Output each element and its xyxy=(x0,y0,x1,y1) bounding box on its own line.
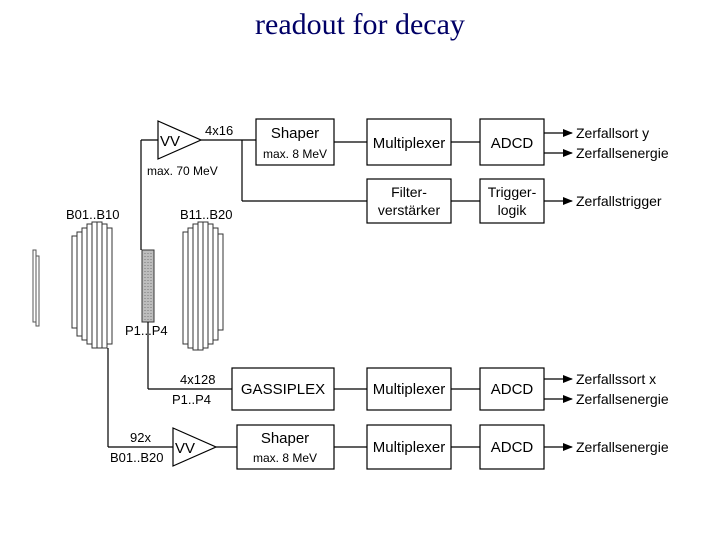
trigger-line2: logik xyxy=(498,202,528,218)
bottom-channels: 92x xyxy=(130,430,151,445)
adc-top-label: ADCD xyxy=(491,135,534,152)
trigger-logic-box xyxy=(479,178,545,224)
adc-bottom-box xyxy=(479,424,545,470)
filter-amp-box xyxy=(366,178,452,224)
detector-small-left xyxy=(32,249,40,327)
trigger-chain: Filter- verstärker Trigger- logik Zerfal… xyxy=(241,140,662,224)
shaper-top-note: max. 8 MeV xyxy=(263,147,327,161)
page-title: readout for decay xyxy=(255,8,465,41)
top-output-1: Zerfallsort y xyxy=(576,125,649,141)
multiplexer-mid-box xyxy=(366,367,452,411)
group-right-label: B11..B20 xyxy=(180,207,233,222)
gassiplex-box xyxy=(231,367,335,411)
top-channels: 4x16 xyxy=(205,123,233,138)
multiplexer-bottom-box xyxy=(366,424,452,470)
bottom-output: Zerfallsenergie xyxy=(576,439,669,455)
mid-output-1: Zerfallssort x xyxy=(576,371,656,387)
detector-strips-b11-b20 xyxy=(182,221,224,351)
shaper-top-label: Shaper xyxy=(271,125,319,142)
mid-channels: 4x128 xyxy=(180,372,215,387)
amplifier-bottom-label: VV xyxy=(175,440,195,457)
mid-source: P1..P4 xyxy=(172,392,211,407)
amplifier-top xyxy=(157,120,203,160)
detector-center-p1-p4 xyxy=(141,249,155,323)
filter-line2: verstärker xyxy=(378,202,441,218)
detector-strips-b01-b10 xyxy=(71,221,113,349)
middle-chain: 4x128 P1..P4 GASSIPLEX Multiplexer ADCD … xyxy=(147,322,669,411)
trigger-output: Zerfallstrigger xyxy=(576,193,662,209)
multiplexer-top-label: Multiplexer xyxy=(373,135,446,152)
center-label: P1...P4 xyxy=(125,323,168,338)
adc-mid-label: ADCD xyxy=(491,381,534,398)
shaper-bottom-label: Shaper xyxy=(261,430,309,447)
shaper-bottom-box xyxy=(236,424,335,470)
adc-top-box xyxy=(479,118,545,166)
adc-mid-box xyxy=(479,367,545,411)
gassiplex-label: GASSIPLEX xyxy=(241,381,325,398)
shaper-top-box xyxy=(255,118,335,166)
mid-output-2: Zerfallsenergie xyxy=(576,391,669,407)
multiplexer-mid-label: Multiplexer xyxy=(373,381,446,398)
amplifier-bottom xyxy=(172,427,218,467)
bottom-chain: 92x B01..B20 VV Shaper max. 8 MeV Multip… xyxy=(107,348,669,470)
shaper-bottom-note: max. 8 MeV xyxy=(253,451,317,465)
filter-line1: Filter- xyxy=(391,184,427,200)
group-left-label: B01..B10 xyxy=(66,207,120,222)
multiplexer-bottom-label: Multiplexer xyxy=(373,439,446,456)
bottom-source: B01..B20 xyxy=(110,450,164,465)
top-output-2: Zerfallsenergie xyxy=(576,145,669,161)
adc-bottom-label: ADCD xyxy=(491,439,534,456)
multiplexer-top-box xyxy=(366,118,452,166)
trigger-line1: Trigger- xyxy=(488,184,537,200)
top-chain: VV max. 70 MeV 4x16 Shaper max. 8 MeV Mu… xyxy=(140,118,669,250)
amplifier-top-label: VV xyxy=(160,133,180,150)
amplifier-top-note: max. 70 MeV xyxy=(147,164,218,178)
